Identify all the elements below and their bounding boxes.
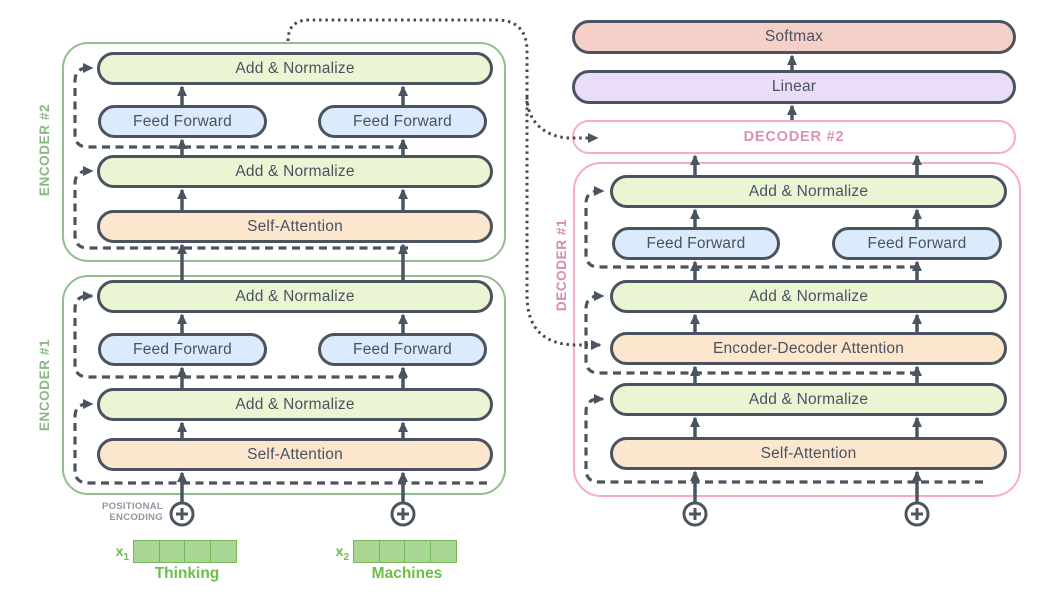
embedding-cell bbox=[133, 540, 160, 563]
softmax-pill: Softmax bbox=[572, 20, 1016, 54]
feed-forward-pill: Feed Forward bbox=[98, 333, 267, 366]
feed-forward-pill: Feed Forward bbox=[98, 105, 267, 138]
input-word-machines: Machines bbox=[371, 565, 443, 582]
input-label-x1: x1 bbox=[115, 543, 129, 563]
embedding-cell bbox=[429, 540, 457, 563]
add-normalize-pill: Add & Normalize bbox=[97, 155, 493, 188]
positional-encoding-line1: POSITIONAL bbox=[101, 501, 163, 512]
add-normalize-pill: Add & Normalize bbox=[97, 388, 493, 421]
embedding-cell bbox=[158, 540, 186, 563]
add-normalize-pill: Add & Normalize bbox=[97, 280, 493, 313]
plus-circle-icon bbox=[904, 501, 930, 527]
input-embedding-x1 bbox=[133, 540, 237, 563]
encoder-1-label: ENCODER #1 bbox=[36, 338, 52, 432]
decoder-2-pill: DECODER #2 bbox=[572, 120, 1016, 154]
feed-forward-pill: Feed Forward bbox=[832, 227, 1002, 260]
feed-forward-pill: Feed Forward bbox=[318, 105, 487, 138]
input-embedding-x2 bbox=[353, 540, 457, 563]
self-attention-pill: Self-Attention bbox=[97, 210, 493, 243]
input-label-x2: x2 bbox=[335, 543, 349, 563]
linear-pill: Linear bbox=[572, 70, 1016, 104]
add-normalize-pill: Add & Normalize bbox=[610, 383, 1007, 416]
feed-forward-pill: Feed Forward bbox=[318, 333, 487, 366]
self-attention-pill: Self-Attention bbox=[97, 438, 493, 471]
plus-circle-icon bbox=[169, 501, 195, 527]
embedding-cell bbox=[378, 540, 406, 563]
encoder-1-container bbox=[62, 275, 506, 495]
positional-encoding-line2: ENCODING bbox=[109, 512, 163, 523]
decoder-1-label: DECODER #1 bbox=[553, 218, 569, 312]
feed-forward-pill: Feed Forward bbox=[612, 227, 780, 260]
self-attention-pill: Self-Attention bbox=[610, 437, 1007, 470]
embedding-cell bbox=[404, 540, 431, 563]
embedding-cell bbox=[209, 540, 237, 563]
embedding-cell bbox=[184, 540, 211, 563]
encoder-decoder-attention-pill: Encoder-Decoder Attention bbox=[610, 332, 1007, 365]
plus-circle-icons bbox=[169, 501, 930, 527]
add-normalize-pill: Add & Normalize bbox=[97, 52, 493, 85]
plus-circle-icon bbox=[682, 501, 708, 527]
encoder-2-label: ENCODER #2 bbox=[36, 103, 52, 197]
add-normalize-pill: Add & Normalize bbox=[610, 175, 1007, 208]
embedding-cell bbox=[353, 540, 380, 563]
input-word-thinking: Thinking bbox=[154, 565, 220, 582]
plus-circle-icon bbox=[390, 501, 416, 527]
positional-encoding-label: POSITIONAL ENCODING bbox=[58, 501, 163, 523]
add-normalize-pill: Add & Normalize bbox=[610, 280, 1007, 313]
